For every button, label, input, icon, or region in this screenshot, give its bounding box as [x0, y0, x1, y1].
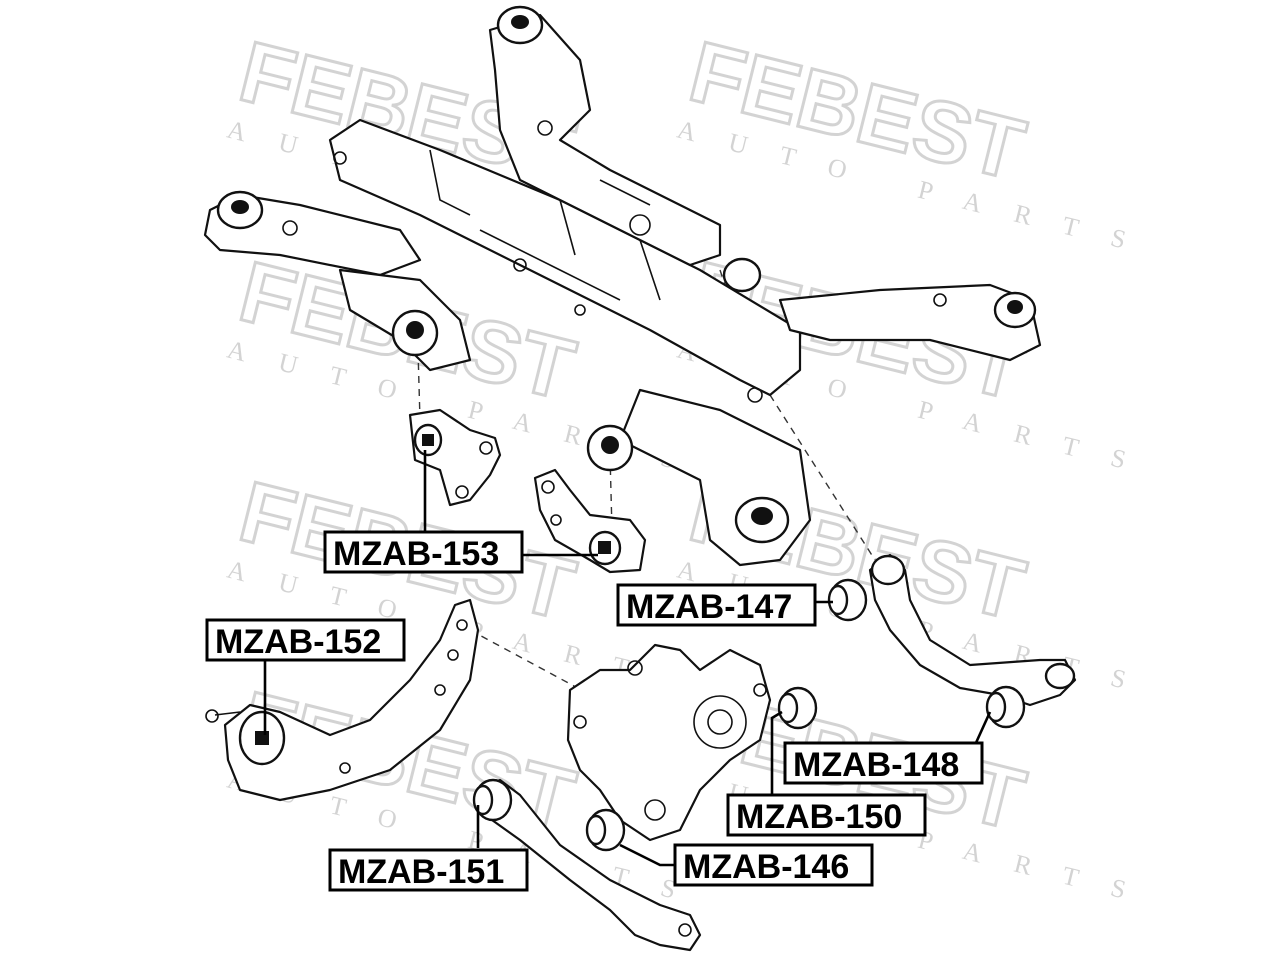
loose-bushings	[472, 578, 1026, 852]
label-mzab-151: MZAB-151	[328, 848, 529, 892]
label-mzab-147: MZAB-147	[616, 583, 817, 627]
label-text: MZAB-152	[215, 623, 381, 661]
label-text: MZAB-151	[338, 853, 504, 891]
lower-link	[476, 778, 702, 952]
label-mzab-148: MZAB-148	[783, 741, 984, 785]
leader-lines	[263, 450, 992, 867]
label-mzab-146: MZAB-146	[673, 843, 874, 887]
label-mzab-153: MZAB-153	[323, 530, 524, 574]
mount-bracket-right	[533, 468, 647, 574]
bushing-151	[472, 778, 513, 822]
label-mzab-150: MZAB-150	[726, 793, 927, 837]
label-text: MZAB-150	[736, 798, 902, 836]
trailing-arm	[205, 598, 480, 802]
label-mzab-152: MZAB-152	[205, 618, 406, 662]
label-text: MZAB-147	[626, 588, 792, 626]
bushing-148	[985, 685, 1026, 729]
bushing-146	[585, 808, 626, 852]
label-text: MZAB-148	[793, 746, 959, 784]
label-text: MZAB-153	[333, 535, 499, 573]
mount-bracket-left	[408, 408, 502, 507]
bushing-147	[827, 578, 868, 622]
wheel-knuckle	[566, 643, 772, 842]
label-text: MZAB-146	[683, 848, 849, 886]
bushing-150	[777, 686, 818, 730]
rear-subframe	[203, 5, 1042, 567]
upper-control-arm	[868, 553, 1077, 707]
